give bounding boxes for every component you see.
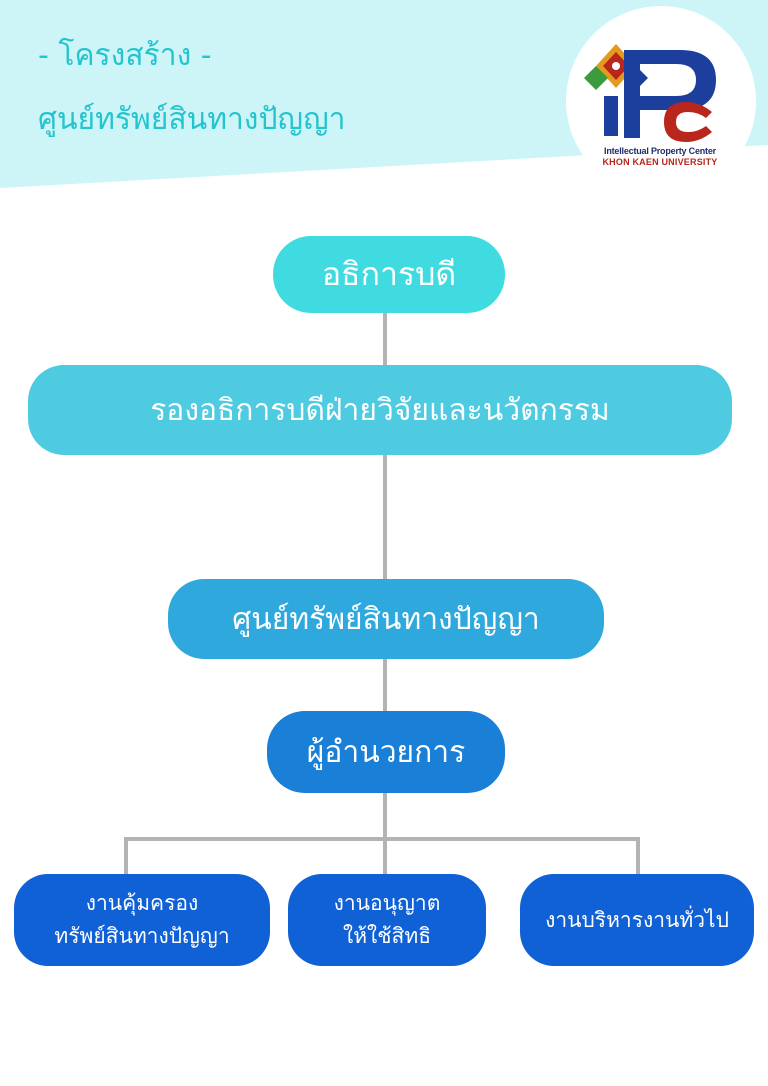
node-unit-protection: งานคุ้มครอง ทรัพย์สินทางปัญญา: [14, 874, 270, 966]
header-title-line2: ศูนย์ทรัพย์สินทางปัญญา: [38, 102, 346, 137]
node-president: อธิการบดี: [273, 236, 505, 313]
node-director: ผู้อำนวยการ: [267, 711, 505, 793]
connector-unit2: [383, 837, 387, 874]
node-unit-administration: งานบริหารงานทั่วไป: [520, 874, 754, 966]
node-unit-licensing-line1: งานอนุญาต: [333, 891, 441, 916]
node-vice-president: รองอธิการบดีฝ่ายวิจัยและนวัตกรรม: [28, 365, 732, 455]
logo-caption-line2: KHON KAEN UNIVERSITY: [602, 157, 718, 167]
node-unit-administration-line1: งานบริหารงานทั่วไป: [545, 907, 729, 932]
connector-president-vp: [383, 313, 387, 365]
logo-caption-line1: Intellectual Property Center: [604, 146, 716, 156]
ipc-logo-icon: [584, 44, 716, 142]
connector-horizontal-bus: [124, 837, 640, 841]
node-unit-licensing: งานอนุญาต ให้ใช้สิทธิ: [288, 874, 486, 966]
connector-director-bus: [383, 793, 387, 839]
connector-center-director: [383, 659, 387, 711]
node-unit-protection-line1: งานคุ้มครอง: [85, 891, 199, 916]
connector-vp-center: [383, 455, 387, 579]
header-title-line1: - โครงสร้าง -: [38, 38, 212, 73]
connector-unit1: [124, 837, 128, 874]
connector-unit3: [636, 837, 640, 874]
node-ip-center: ศูนย์ทรัพย์สินทางปัญญา: [168, 579, 604, 659]
node-unit-licensing-line2: ให้ใช้สิทธิ: [342, 924, 432, 948]
node-unit-protection-line2: ทรัพย์สินทางปัญญา: [54, 924, 230, 948]
